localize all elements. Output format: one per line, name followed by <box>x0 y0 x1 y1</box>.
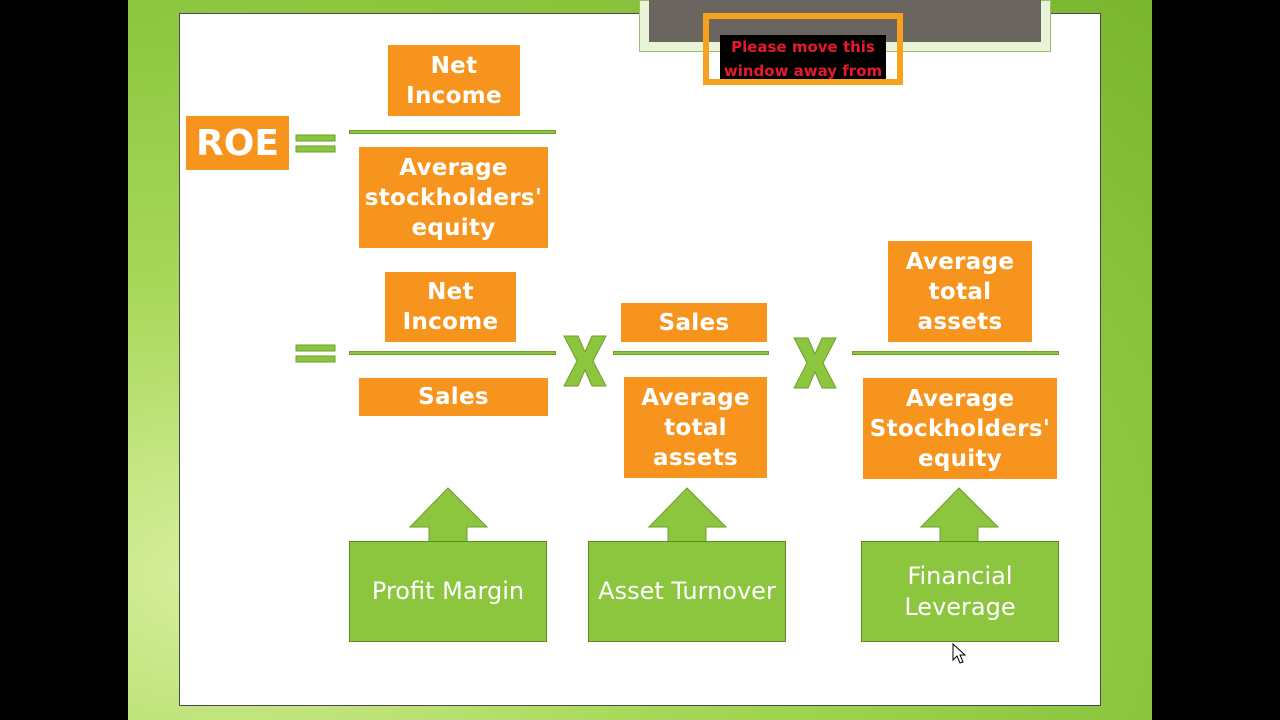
f3-denominator: Average Stockholders' equity <box>863 378 1057 479</box>
profit-margin-box: Profit Margin <box>349 541 547 642</box>
multiply-sign-1 <box>563 335 607 387</box>
up-arrow-3 <box>920 487 1000 543</box>
f1-fraction-bar <box>349 351 556 355</box>
f2-numerator: Sales <box>621 303 767 342</box>
row1-numerator: Net Income <box>388 45 520 116</box>
overlay-highlight-border <box>703 13 903 85</box>
mouse-cursor-icon <box>952 643 967 664</box>
row1-denominator: Average stockholders' equity <box>359 147 548 248</box>
overlay-message-line-1: Please move this <box>731 38 875 56</box>
up-arrow-1 <box>409 487 489 543</box>
equals-sign-2 <box>295 344 336 363</box>
f3-numerator: Average total assets <box>888 241 1032 342</box>
overlay-message: Please move this window away from <box>720 35 886 79</box>
f2-fraction-bar <box>613 351 769 355</box>
up-arrow-2 <box>648 487 728 543</box>
f1-numerator: Net Income <box>385 272 516 342</box>
roe-label: ROE <box>186 116 289 170</box>
overlay-message-line-2: window away from <box>723 62 883 79</box>
f2-denominator: Average total assets <box>624 377 767 478</box>
multiply-sign-2 <box>793 337 837 389</box>
f3-fraction-bar <box>852 351 1059 355</box>
asset-turnover-box: Asset Turnover <box>588 541 786 642</box>
equals-sign-1 <box>295 134 336 153</box>
f1-denominator: Sales <box>359 378 548 416</box>
financial-leverage-box: Financial Leverage <box>861 541 1059 642</box>
row1-fraction-bar <box>349 130 556 134</box>
